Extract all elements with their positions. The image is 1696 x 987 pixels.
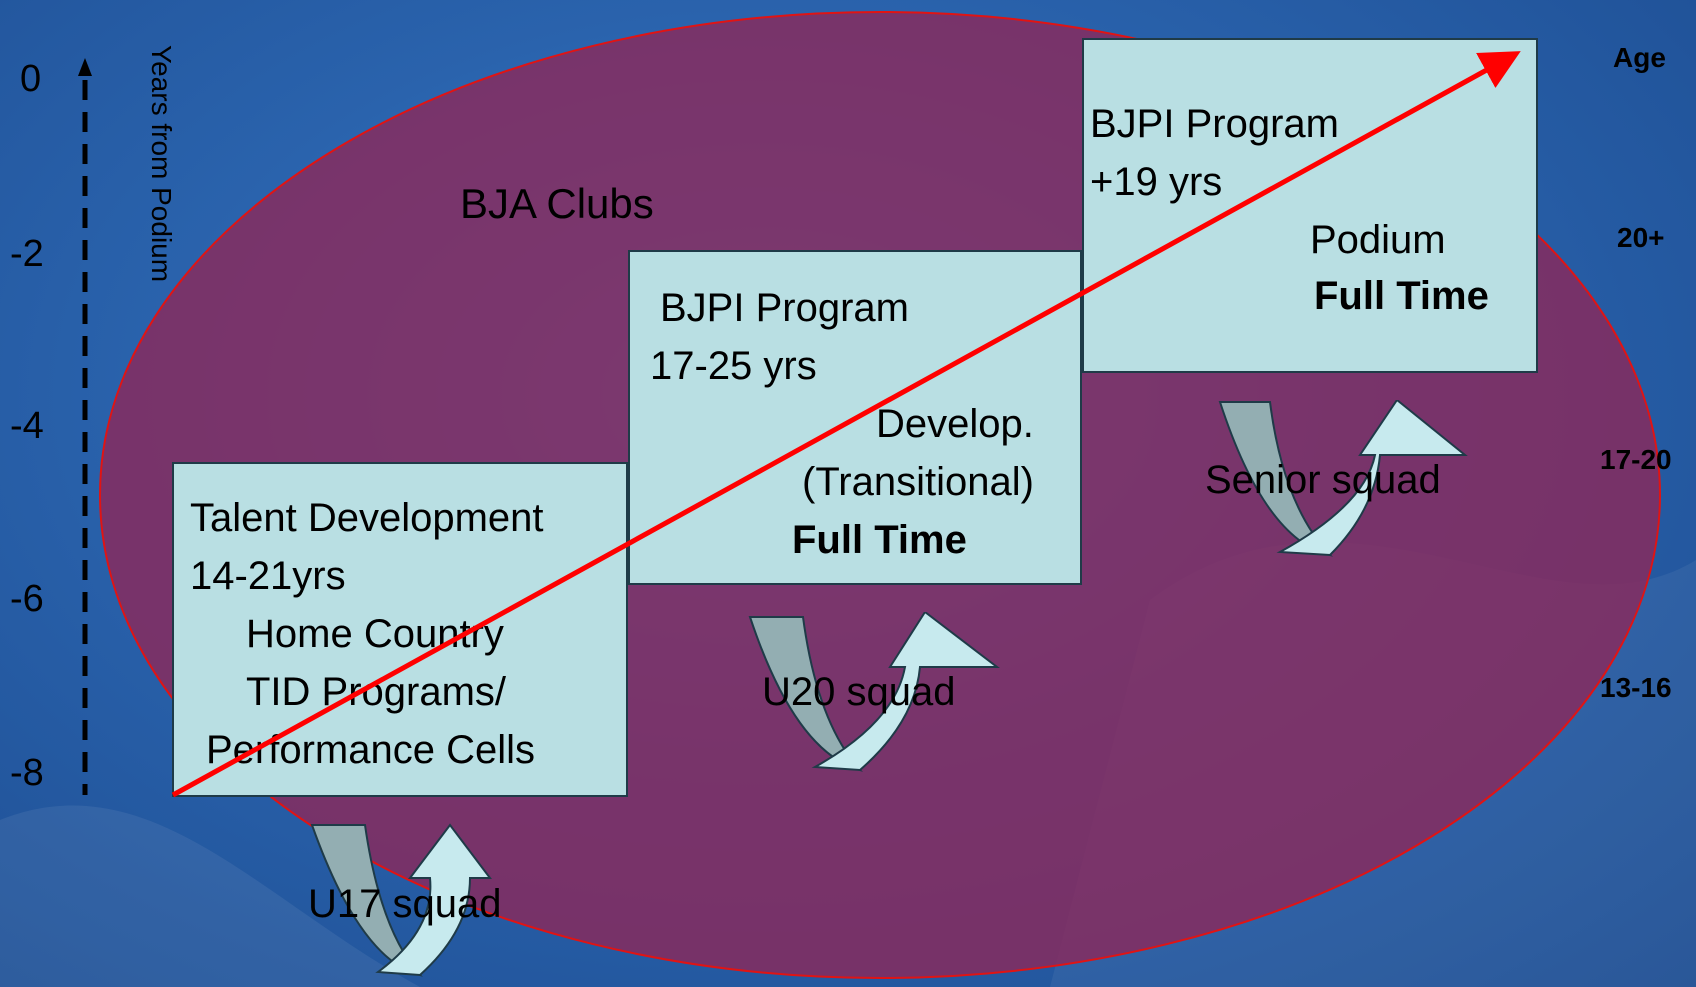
stage-box-talent-development: Talent Development 14-21yrs Home Country… — [172, 462, 628, 797]
axis-tick-label: -6 — [10, 578, 44, 620]
stage-line: Podium — [1310, 218, 1446, 262]
axis-tick-label: -2 — [10, 233, 44, 275]
stage-title: BJPI Program — [660, 286, 909, 330]
stage-years: 14-21yrs — [190, 554, 346, 598]
age-label: 13-16 — [1600, 672, 1672, 703]
squad-label-u20: U20 squad — [762, 670, 956, 714]
axis-tick-label: 0 — [20, 58, 42, 100]
squad-label-u17: U17 squad — [308, 882, 502, 926]
clubs-label: BJA Clubs — [460, 180, 654, 227]
axis-tick-label: -8 — [10, 752, 44, 794]
stage-emphasis: Full Time — [792, 518, 967, 562]
stage-years: +19 yrs — [1090, 160, 1223, 204]
stage-line: (Transitional) — [802, 460, 1034, 504]
age-title: Age — [1613, 42, 1666, 73]
stage-box-podium: BJPI Program +19 yrs Podium Full Time — [1082, 38, 1538, 373]
stage-line: Performance Cells — [206, 728, 536, 772]
stage-title: BJPI Program — [1090, 102, 1339, 146]
age-label: 20+ — [1617, 222, 1665, 253]
u-turn-arrow-icon — [748, 612, 1000, 772]
u-turn-arrow-icon — [310, 823, 493, 977]
squad-label-senior: Senior squad — [1205, 458, 1441, 502]
axis-arrowhead — [78, 58, 92, 76]
u-turn-arrow-icon — [1218, 400, 1468, 557]
stage-line: TID Programs/ — [246, 670, 507, 714]
axis-tick-label: -4 — [10, 405, 44, 447]
background-swoosh — [0, 805, 420, 987]
stage-title: Talent Development — [190, 496, 544, 540]
stage-emphasis: Full Time — [1314, 274, 1489, 318]
age-label: 17-20 — [1600, 444, 1672, 475]
stage-line: Develop. — [876, 402, 1034, 446]
stage-years: 17-25 yrs — [650, 344, 817, 388]
